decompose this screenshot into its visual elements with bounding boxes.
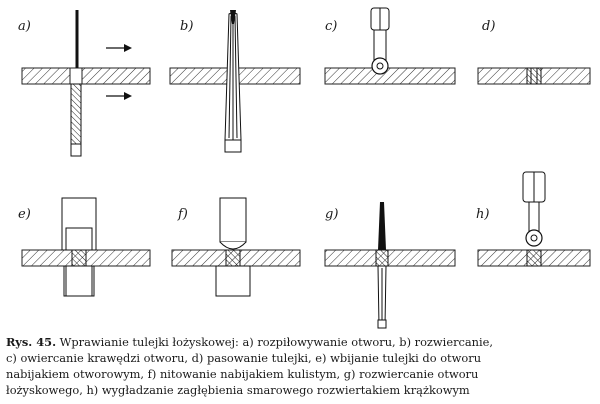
panel-c: c) <box>324 7 456 85</box>
arrow-a-lower <box>106 92 132 100</box>
panel-h: h) <box>476 171 591 267</box>
caption-line-1: Rys. 45. Wprawianie tulejki łożyskowej: … <box>6 334 594 350</box>
panel-b: b) <box>169 10 301 153</box>
caption-line-2: c) owiercanie krawędzi otworu, d) pasowa… <box>6 351 482 365</box>
panel-a: a) <box>18 10 151 157</box>
caption-line-4: łożyskowego, h) wygładzanie zagłębienia … <box>6 383 470 397</box>
panel-g-label: g) <box>325 207 338 222</box>
panel-f: f) <box>171 197 301 297</box>
panel-b-label: b) <box>180 19 193 34</box>
assembly-diagram: a) b) c) <box>18 7 591 329</box>
reamer-b <box>224 10 242 153</box>
bushing-d <box>526 67 542 85</box>
panel-f-label: f) <box>177 207 188 222</box>
panel-e: e) <box>18 197 151 297</box>
caption-prefix: Rys. 45. <box>6 335 57 349</box>
panel-g: g) <box>324 202 456 329</box>
figure-caption: Rys. 45. Wprawianie tulejki łożyskowej: … <box>6 334 594 398</box>
reamer-g <box>375 202 389 329</box>
caption-line-3: nabijakiem otworowym, f) nitowanie nabij… <box>6 367 479 381</box>
drift-punch-e <box>61 197 97 297</box>
ball-punch-f <box>215 197 251 297</box>
panel-e-label: e) <box>18 207 31 222</box>
file-tool-a <box>70 10 82 157</box>
hole-a <box>69 67 83 85</box>
panel-d-label: d) <box>482 19 495 34</box>
plate-c <box>324 67 456 85</box>
countersink-tool-c <box>370 7 390 75</box>
arrow-a-upper <box>106 44 132 52</box>
panel-h-label: h) <box>476 207 489 222</box>
caption-text-1: Wprawianie tulejki łożyskowej: a) rozpił… <box>56 335 494 349</box>
plate-g <box>324 249 456 267</box>
panel-d: d) <box>477 19 591 85</box>
panel-c-label: c) <box>325 19 337 34</box>
plate-a <box>21 67 151 85</box>
panel-a-label: a) <box>18 19 31 34</box>
disc-reamer-h <box>522 171 546 267</box>
